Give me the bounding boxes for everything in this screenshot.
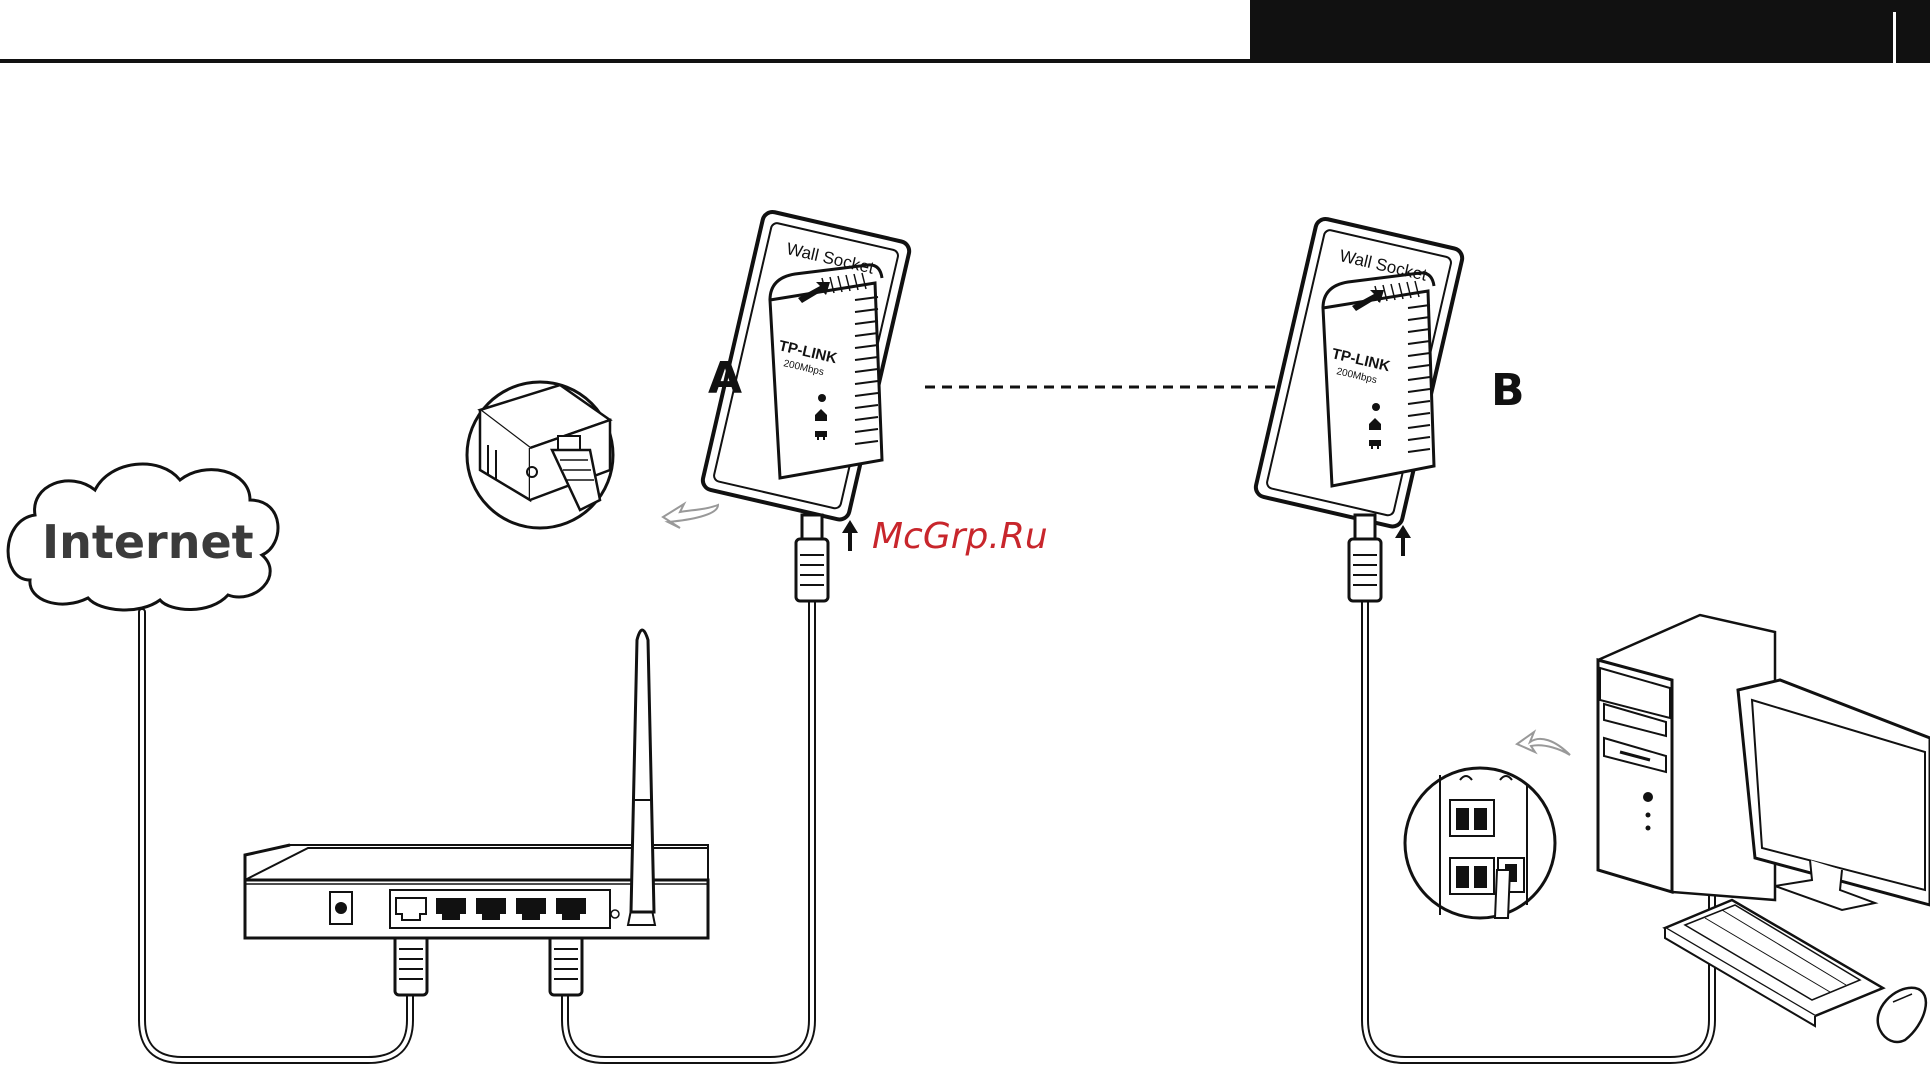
computer-port-zoom (1405, 768, 1555, 918)
adapter-b-group: Wall Socket TP-LINK 200Mbps (1254, 217, 1525, 528)
up-arrow-icon (1395, 525, 1411, 556)
cloud-icon: Internet (8, 464, 278, 610)
watermark-text: McGrp.Ru (872, 516, 1048, 557)
router-icon (245, 630, 708, 938)
adapter-port-zoom (467, 382, 613, 528)
curved-arrow-icon (1517, 732, 1570, 755)
powerline-adapter-icon: TP-LINK 200Mbps (1323, 273, 1434, 486)
ethernet-plug-icon (796, 515, 828, 601)
adapter-b-letter: B (1491, 365, 1525, 416)
up-arrow-icon (842, 520, 858, 551)
adapter-a-letter: A (708, 353, 742, 404)
header-bar-gap (1893, 12, 1896, 63)
curved-arrow-icon (663, 504, 718, 528)
page-header (0, 0, 1930, 63)
header-rule (0, 59, 1250, 63)
powerline-adapter-icon: TP-LINK 200Mbps (770, 265, 882, 478)
internet-label: Internet (42, 515, 254, 569)
header-bar (1250, 0, 1930, 63)
ethernet-plug-icon (1349, 515, 1381, 601)
keyboard-icon (1665, 900, 1883, 1026)
mouse-icon (1878, 988, 1926, 1042)
adapter-a-group: Wall Socket TP-LINK 200Mbps (701, 210, 911, 521)
